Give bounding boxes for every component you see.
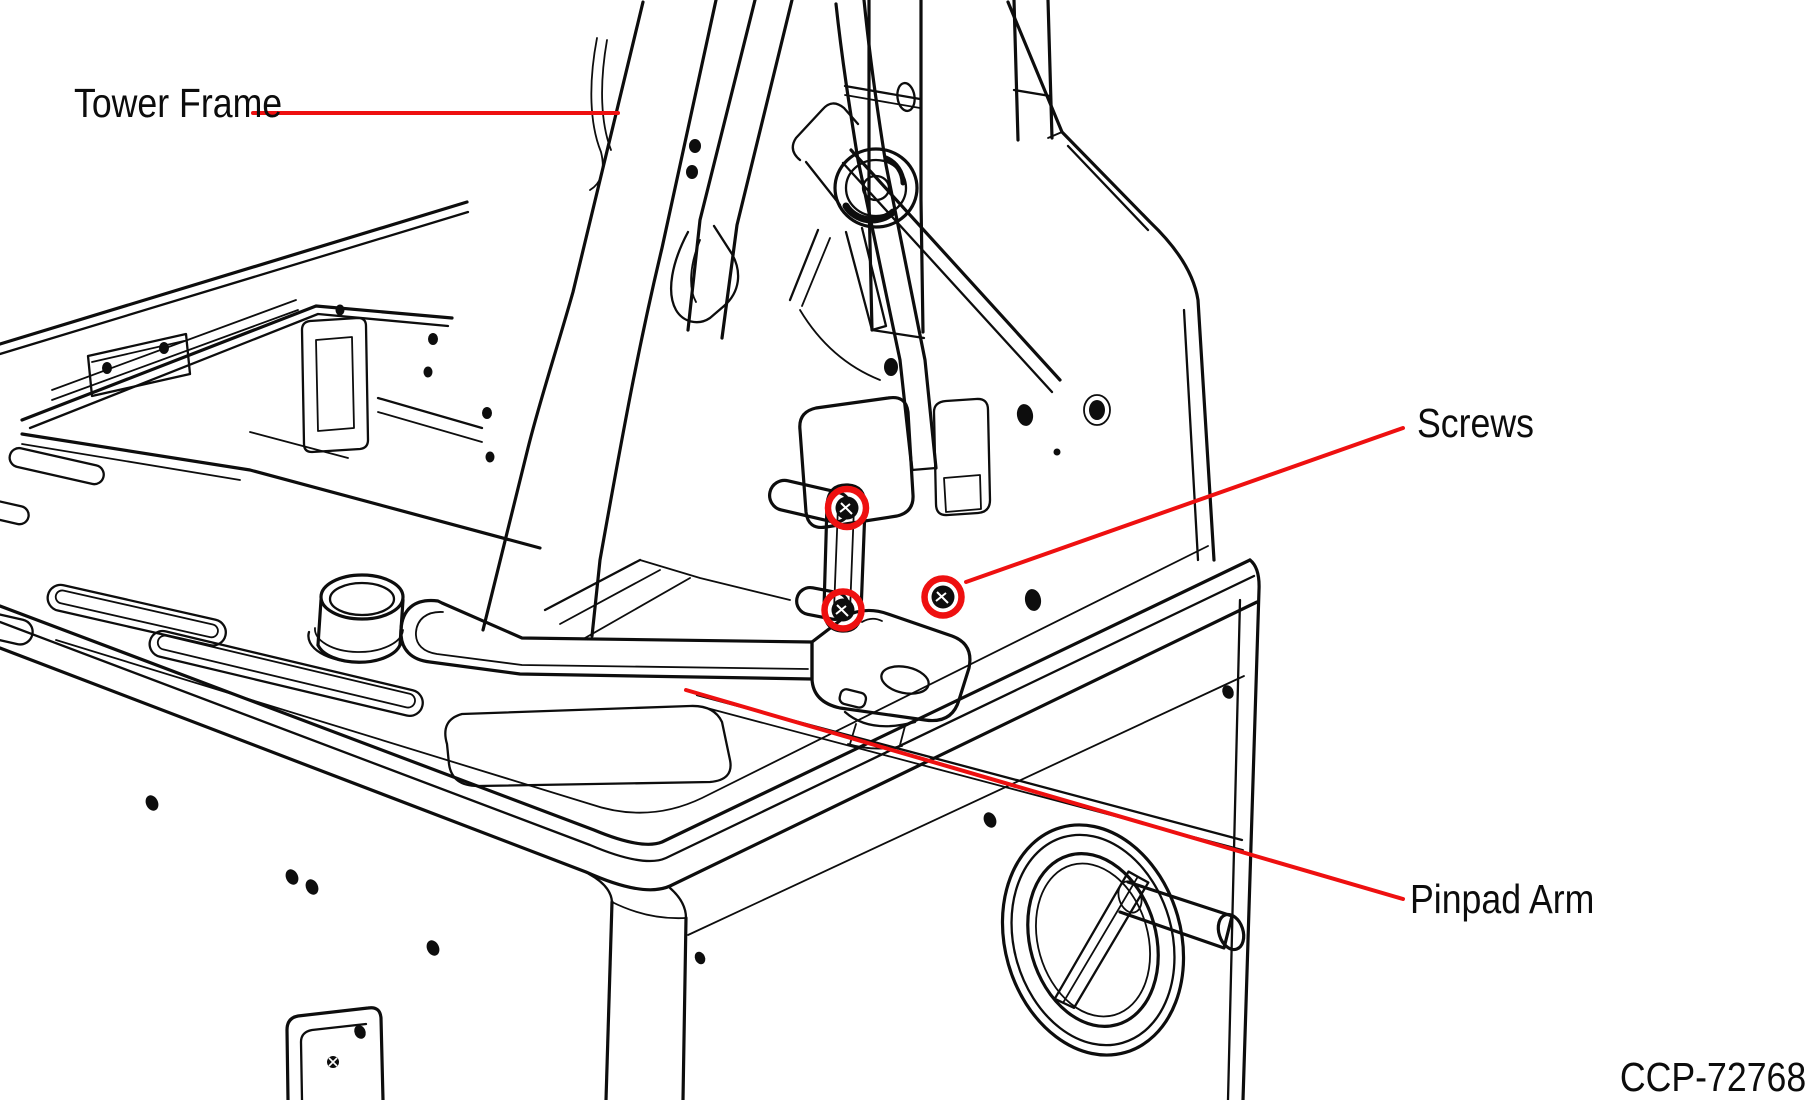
deck-vent-slots [0,446,424,718]
pinpad-arm-pivot-cylinder [307,573,405,664]
cabinet-front-faces [145,685,1234,1100]
pinpad-arm-label: Pinpad Arm [1410,876,1595,922]
hand-wheel [1000,823,1186,1057]
deck-recess-compartment [20,299,542,550]
tower-frame-label: Tower Frame [74,80,283,126]
deck-tray-outline [444,704,732,788]
screw-highlight-circle [921,575,965,619]
screws-leader-line [964,426,1405,584]
pinpad-arm-drawing [399,478,972,750]
right-side-panel [1006,0,1216,562]
part-code: CCP-72768 [1619,1054,1806,1100]
kiosk-top-deck [0,200,1261,1100]
hand-wheel-handle [1117,880,1246,952]
screw-highlight-circle [821,588,865,632]
pinpad-arm-leader-line [684,688,1405,901]
callout-annotations [251,111,1405,901]
screw-heads [831,496,955,622]
tower-frame-drawing [481,0,1063,639]
screws-label: Screws [1417,400,1534,446]
screw-highlight-circle [824,485,870,531]
